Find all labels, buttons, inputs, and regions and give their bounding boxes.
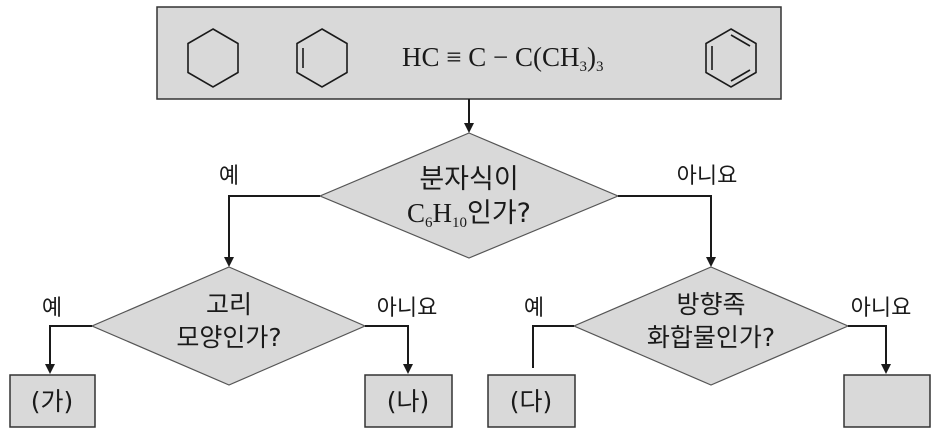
result-da: (다) [487, 374, 576, 428]
decision3-line1: 방향족 [676, 290, 745, 319]
result-na: (나) [364, 374, 453, 428]
cyclohexene-icon [296, 28, 348, 88]
cyclohexane-icon [187, 28, 239, 88]
decision2-line1: 고리 [206, 290, 252, 319]
decision-ring-shape: 고리 모양인가? [90, 266, 367, 386]
connector-d1-yes [224, 195, 320, 267]
svg-text:(가): (가) [31, 387, 74, 416]
connector-d3-no [848, 325, 891, 374]
connector-d2-yes [45, 325, 92, 374]
decision2-yes-label: 예 [42, 296, 62, 321]
decision-formula-c6h10: 분자식이 C6H10인가? [318, 132, 620, 259]
decision2-line2: 모양인가? [176, 323, 281, 352]
decision3-line2: 화합물인가? [647, 323, 775, 352]
result-empty [843, 374, 931, 428]
benzene-icon [705, 28, 757, 88]
decision1-line1: 분자식이 [419, 164, 518, 195]
connector-d2-no [365, 325, 413, 374]
decision1-yes-label: 예 [219, 164, 239, 189]
decision1-line2: C6H10인가? [407, 198, 531, 231]
decision3-yes-label: 예 [524, 296, 544, 321]
connector-d3-yes [532, 325, 574, 368]
decision3-no-label: 아니요 [851, 296, 912, 321]
svg-text:(다): (다) [510, 387, 553, 416]
decision-aromatic: 방향족 화합물인가? [572, 266, 850, 386]
molecules-box: HC ≡ C − C(CH3)3 [156, 6, 782, 100]
result-ga: (가) [9, 374, 96, 428]
connector-d1-no [618, 195, 716, 267]
decision2-no-label: 아니요 [377, 296, 438, 321]
svg-text:(나): (나) [387, 387, 430, 416]
alkyne-formula: HC ≡ C − C(CH3)3 [402, 42, 604, 75]
decision1-no-label: 아니요 [677, 164, 738, 189]
